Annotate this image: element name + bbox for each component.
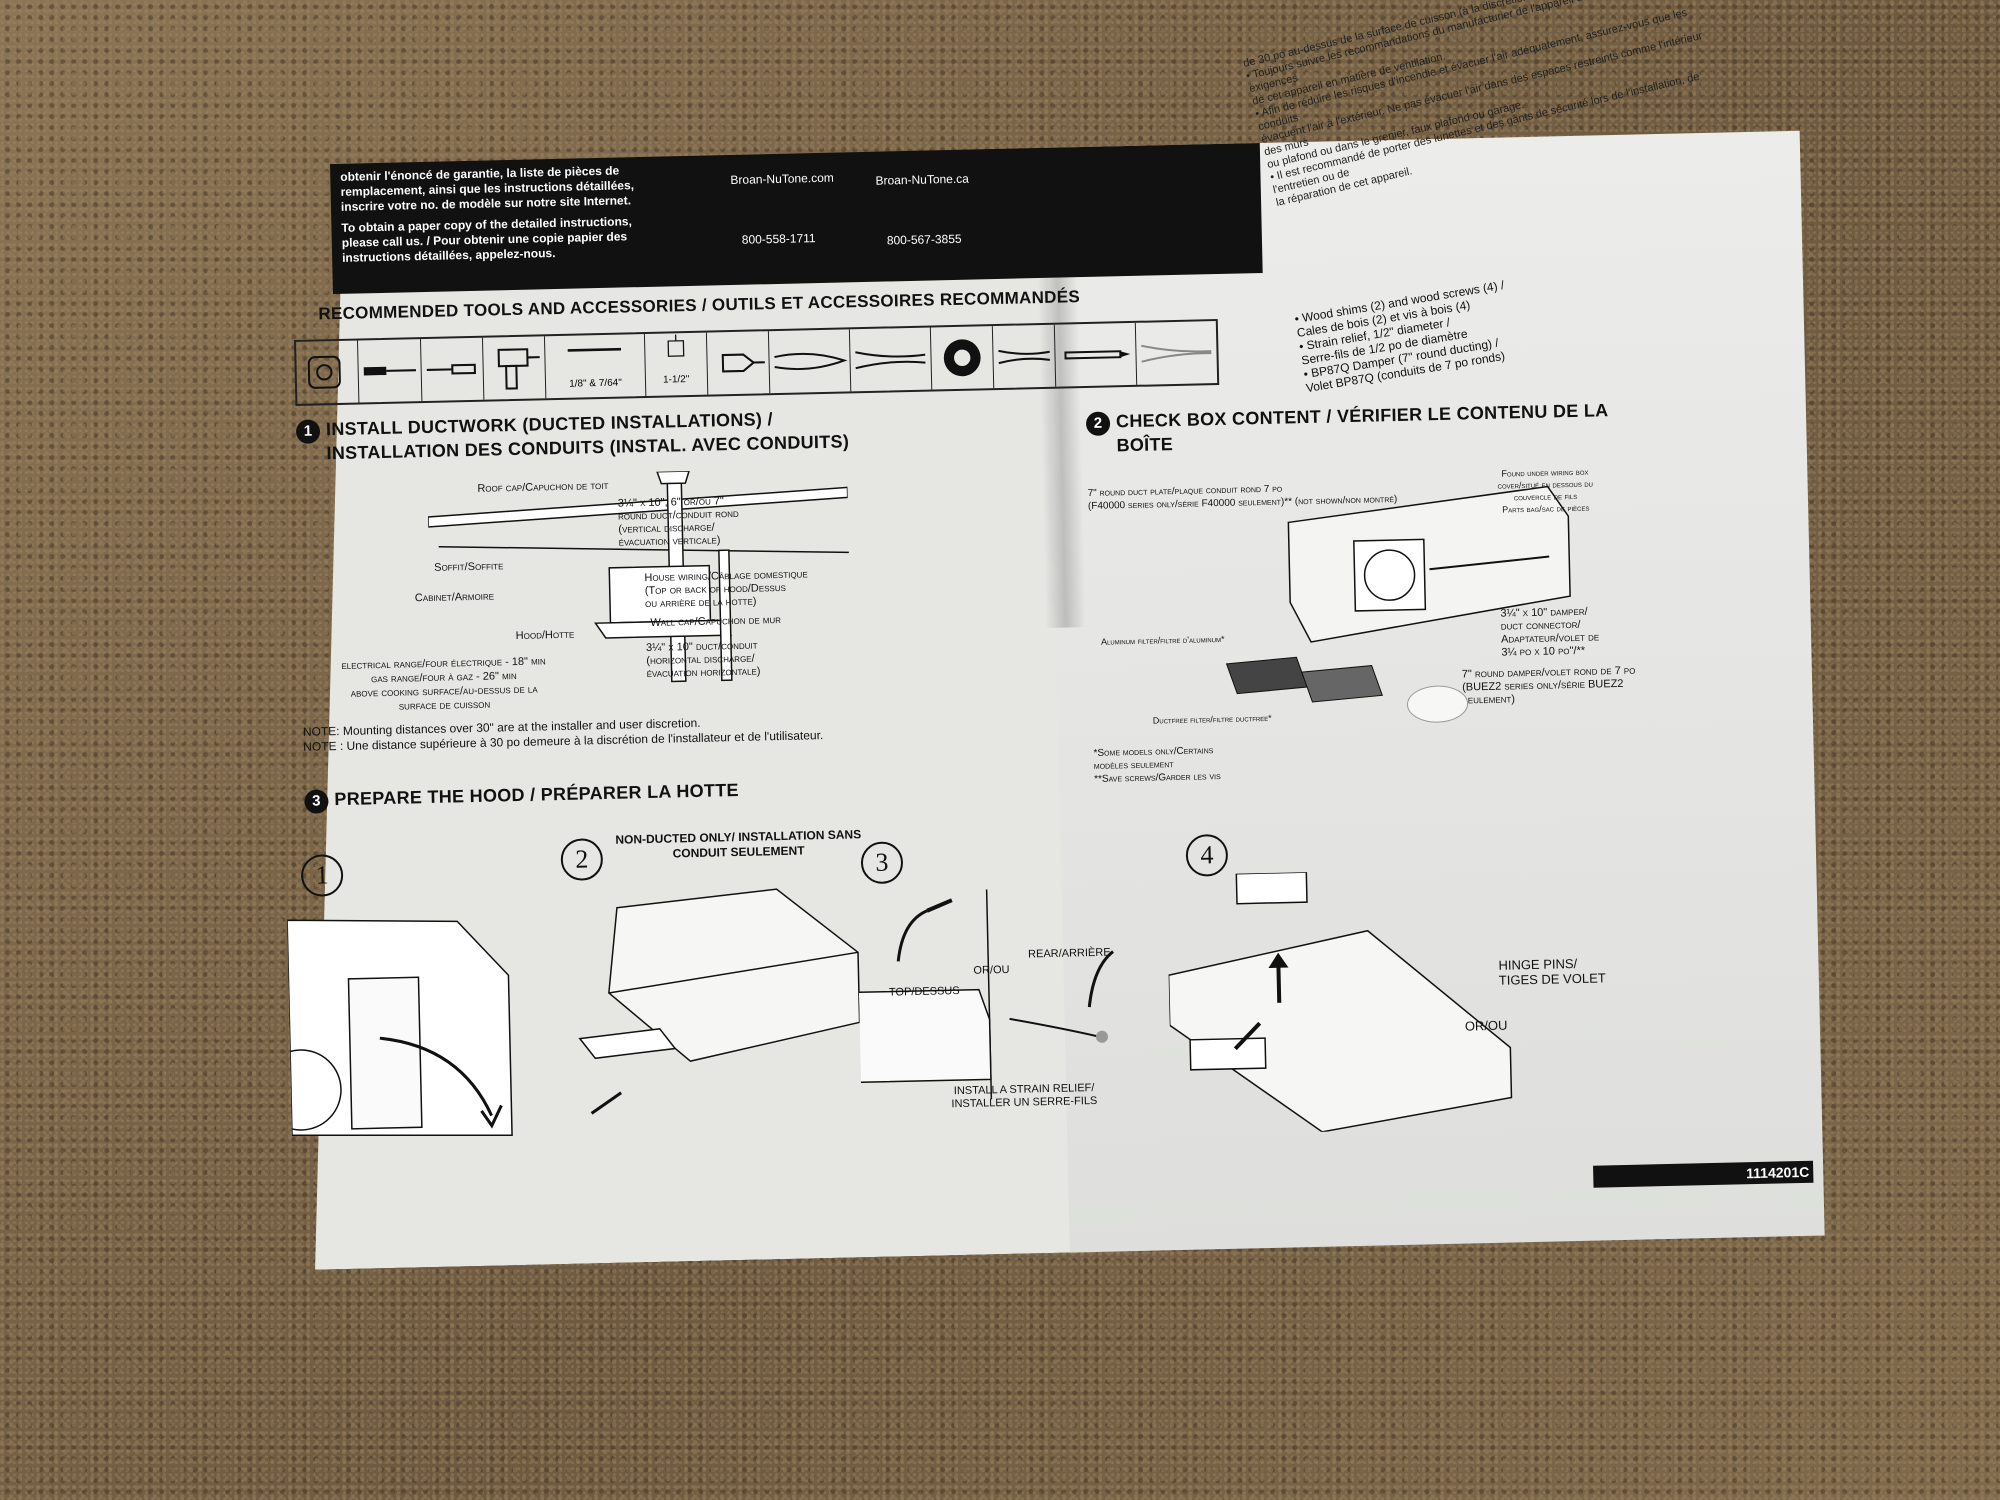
label-line: 3¼ po x 10 po"/** (1501, 644, 1586, 659)
pliers-icon (769, 329, 852, 394)
drill-bits-label: 1/8" & 7/64" (569, 377, 622, 390)
phone-ca: 800-567-3855 (886, 231, 962, 248)
label-line: 3¼" x 10" damper/ (1500, 605, 1588, 620)
pencil-icon (1055, 322, 1138, 387)
substep-2-illustration (556, 882, 871, 1119)
circle-number: 1 (300, 853, 344, 897)
label-line: évacuation verticale) (618, 534, 721, 549)
instruction-sheet: obtenir l'énoncé de garantie, la liste d… (260, 0, 1825, 1270)
drill-icon (482, 336, 547, 400)
substep-2-number: 2 (560, 838, 604, 882)
step2-number: 2 (1085, 411, 1111, 437)
phone-us: 800-558-1711 (741, 231, 816, 247)
label-line: évacuation horizontale) (646, 665, 761, 681)
parts-bag-note: Found under wiring box cover/situé en de… (1497, 466, 1593, 516)
hood-box-illustration (1257, 476, 1591, 653)
circle-number: 3 (860, 841, 904, 885)
step3-number: 3 (304, 789, 329, 814)
soffit-label: Soffit/Soffite (434, 560, 504, 574)
label-line: cover/situé en dessous du (1497, 478, 1594, 491)
phillips-screwdriver-icon (420, 337, 485, 402)
website-ca: Broan-NuTone.ca (875, 171, 970, 188)
ductwork-illustration (427, 467, 852, 706)
substep-4-illustration (1166, 867, 1532, 1135)
substep-4-number: 4 (1185, 833, 1229, 877)
hood-label: Hood/Hotte (515, 628, 575, 642)
tin-snips-icon (992, 324, 1057, 389)
filters-illustration (1221, 640, 1393, 714)
horizontal-duct-label: 3¼" x 10" duct/conduit (horizontal disch… (646, 639, 761, 681)
damper-label: 3¼" x 10" damper/ duct connector/ Adapta… (1500, 605, 1599, 659)
range-distance-label: electrical range/four électrique - 18" m… (341, 654, 547, 715)
step1-number: 1 (295, 419, 321, 444)
strain-relief-label: INSTALL A STRAIN RELIEF/ INSTALLER UN SE… (951, 1082, 1097, 1111)
screwdriver-icon (358, 339, 423, 403)
duct-tape-icon (930, 326, 995, 390)
long-nose-pliers-icon (1136, 321, 1217, 385)
substep-3-illustration (857, 886, 1152, 1113)
tools-row: 1/8" & 7/64" 1-1/2" (293, 318, 1220, 406)
substep-1-illustration (260, 895, 533, 1150)
circle-number: 2 (560, 838, 604, 882)
cabinet-label: Cabinet/Armoire (414, 590, 495, 605)
wire-stripper-icon (849, 327, 932, 392)
drill-bits-icon: 1/8" & 7/64" (545, 334, 646, 399)
contact-header: obtenir l'énoncé de garantie, la liste d… (329, 142, 1263, 295)
or-label-2: OR/OU (1464, 1017, 1508, 1034)
vertical-duct-label: 3¼" x 10", 6" or/ou 7" round duct/condui… (618, 495, 740, 550)
substep-3-number: 3 (860, 841, 904, 885)
top-label: TOP/DESSUS (888, 985, 960, 999)
tape-measure-icon (296, 340, 360, 404)
label-line: Parts bag/sac de pièces (1502, 502, 1590, 515)
hole-saw-icon: 1-1/2" (644, 332, 709, 396)
step2-footnotes: *Some models only/Certains modèles seule… (1093, 744, 1220, 786)
wire-nut-icon (706, 331, 771, 395)
circle-number: 4 (1185, 833, 1229, 877)
round-damper-icon (1402, 678, 1473, 725)
hole-label: 1-1/2" (662, 373, 690, 386)
round-damper-label: 7" round damper/volet rond de 7 po (BUEZ… (1462, 665, 1636, 708)
house-wiring-label: House wiring/Câblage domestique (Top or … (644, 568, 808, 611)
label-line: TIGES DE VOLET (1498, 970, 1606, 988)
website-us: Broan-NuTone.com (730, 170, 834, 188)
non-ducted-label: NON-DUCTED ONLY/ INSTALLATION SANS CONDU… (615, 827, 861, 863)
substep-1-number: 1 (300, 853, 344, 897)
hinge-pins-label: HINGE PINS/ TIGES DE VOLET (1498, 955, 1606, 988)
or-label-1: OR/OU (973, 963, 1010, 977)
rear-label: REAR/ARRIÈRE (1027, 946, 1111, 961)
